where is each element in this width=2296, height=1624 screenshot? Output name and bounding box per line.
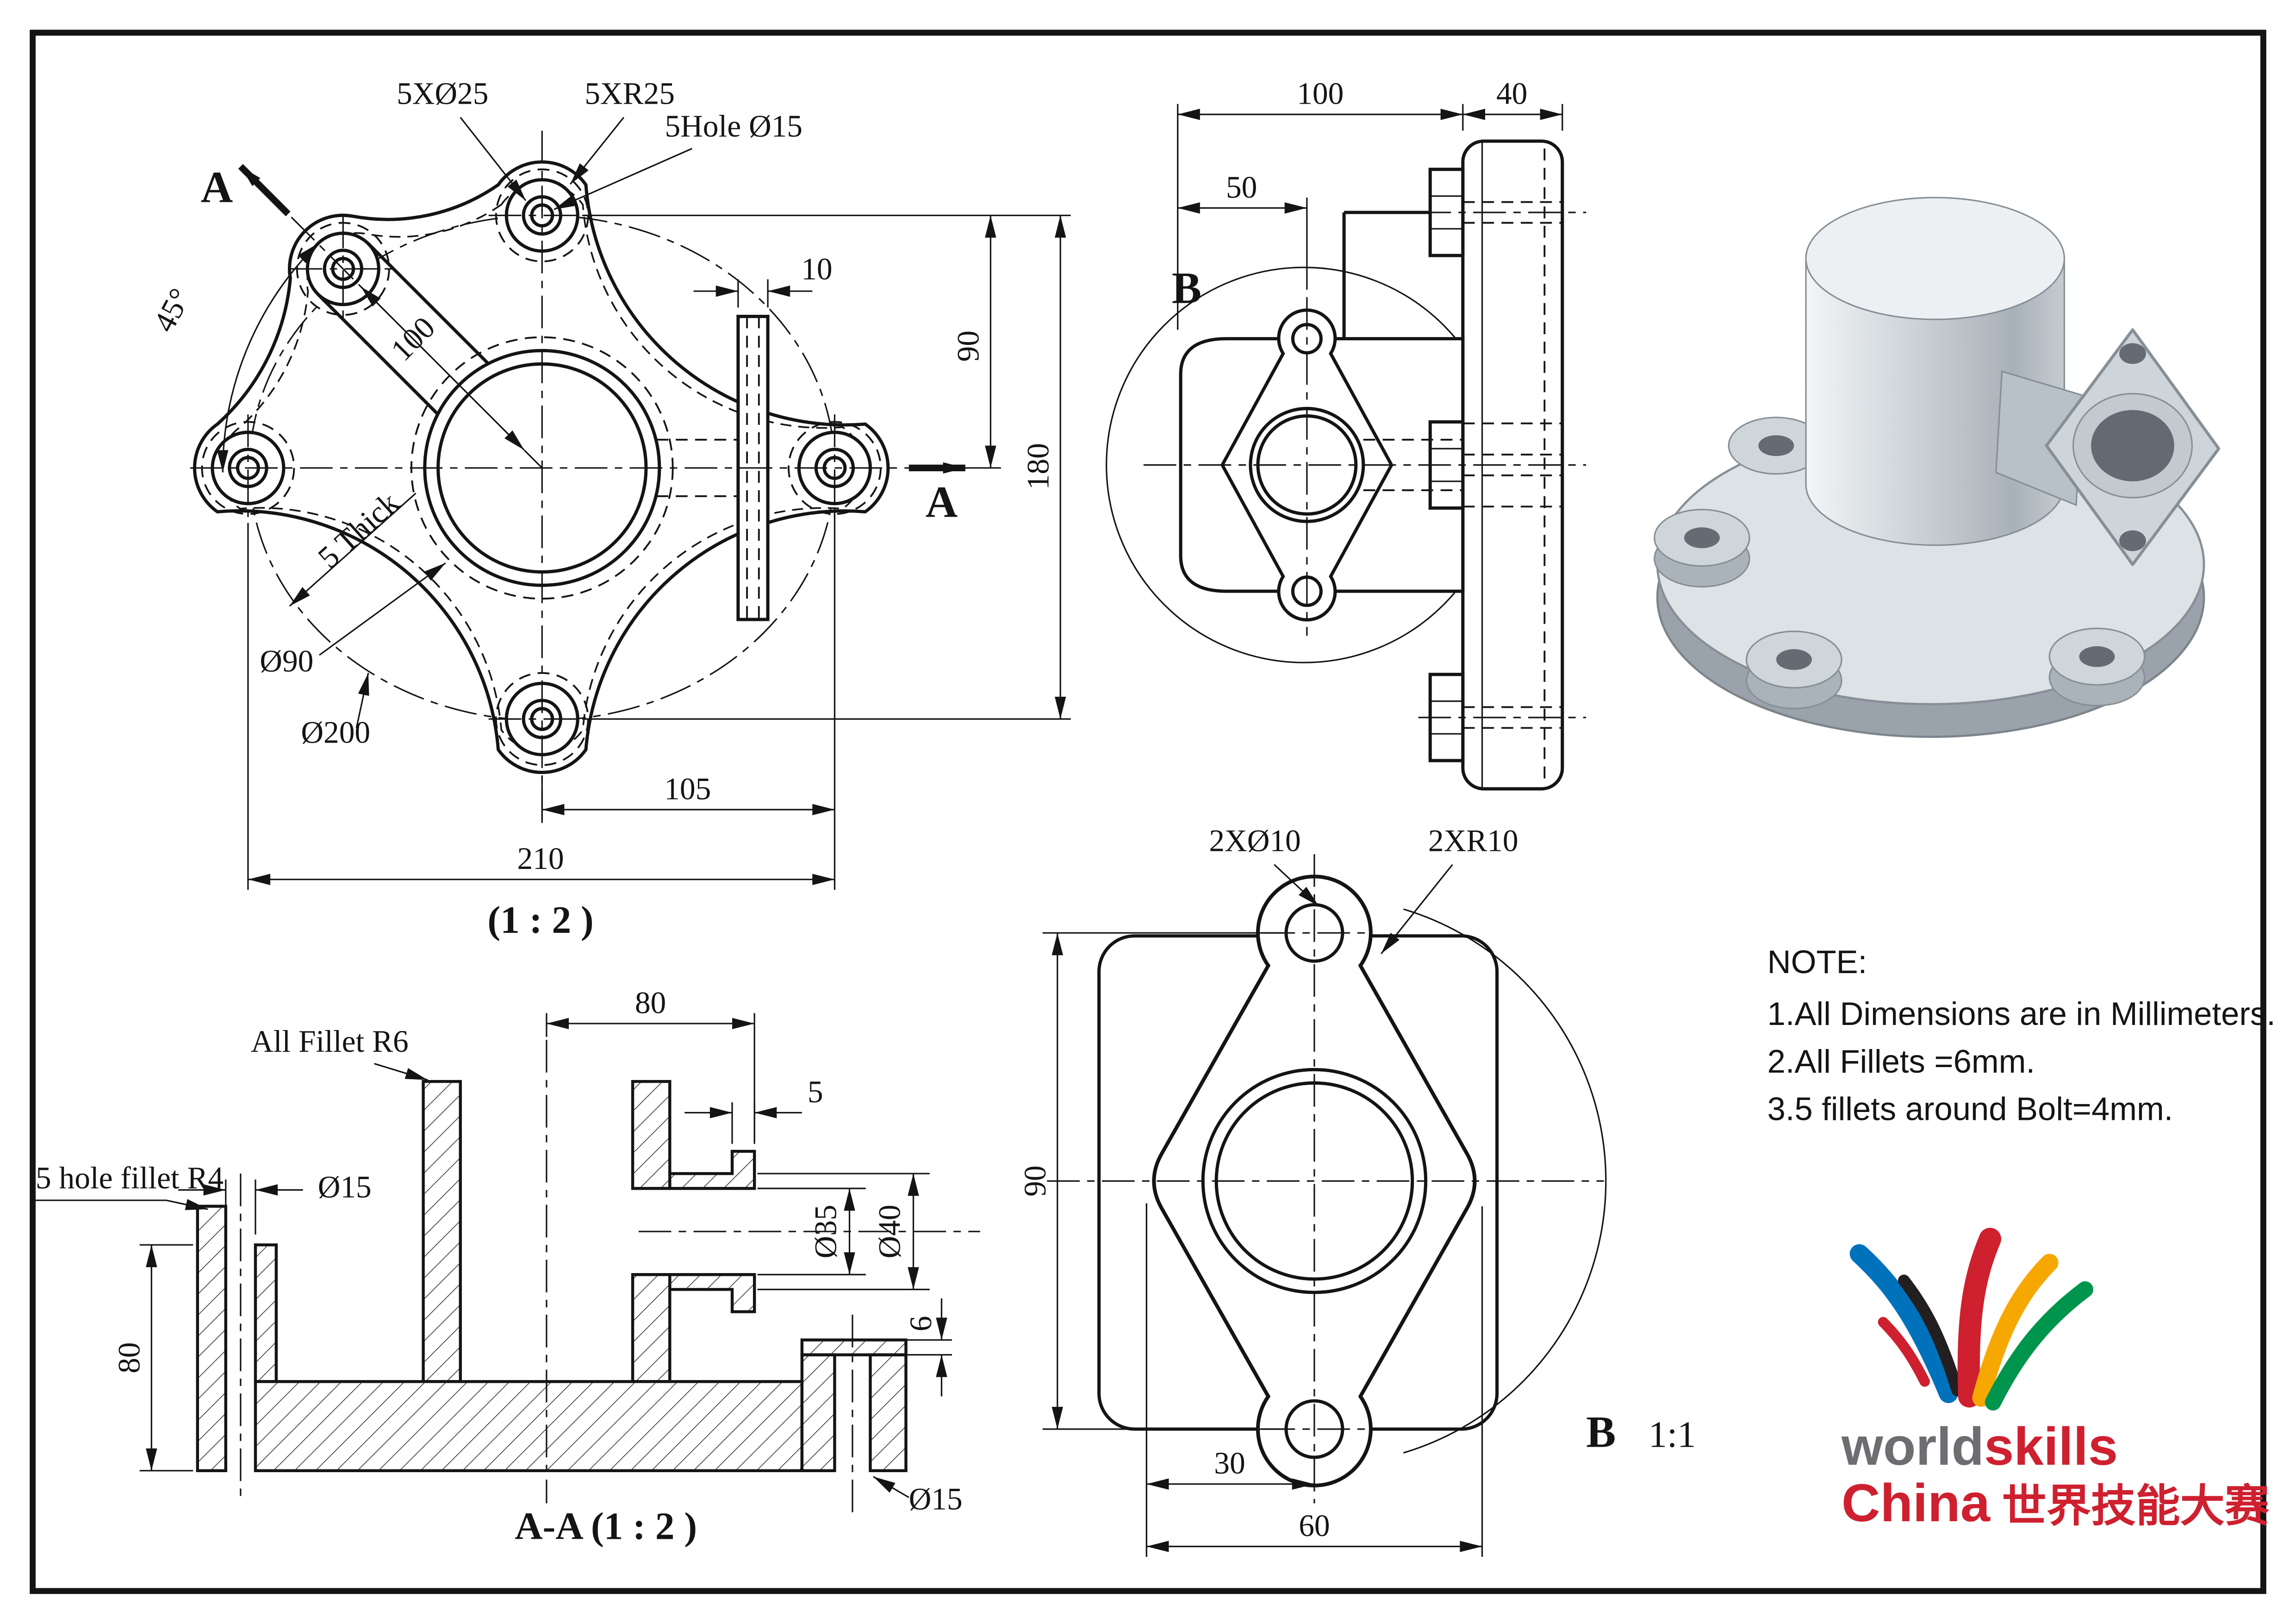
- dim-210: 210: [517, 841, 564, 876]
- section-letter-a-right: A: [926, 477, 958, 527]
- dim-d90: Ø90: [260, 643, 313, 678]
- logo-word-world: world: [1841, 1417, 1984, 1476]
- front-view: 5XØ25 5XR25 5Hole Ø15 45° 100 10 90 180 …: [146, 76, 1071, 942]
- iso-boss-back-left: [1728, 417, 1825, 475]
- sec-dim-80-left: 80: [112, 1342, 147, 1373]
- sec-note-fillet-r6: All Fillet R6: [251, 1024, 409, 1059]
- logo-word-skills: skills: [1984, 1417, 2118, 1476]
- notes-line-1: 1.All Dimensions are in Millimeters.: [1767, 995, 2276, 1032]
- iso-3d-view: [1654, 197, 2221, 738]
- detail-break-arc: [1403, 908, 1607, 1454]
- notes-block: NOTE: 1.All Dimensions are in Millimeter…: [1767, 943, 2276, 1127]
- side-view: 100 40 50 B: [1106, 76, 1587, 791]
- iso-diamond-flange: [2045, 328, 2221, 566]
- dim-d200: Ø200: [301, 715, 370, 750]
- dim-90: 90: [951, 331, 986, 362]
- svg-text:worldskills: worldskills: [1841, 1417, 2118, 1476]
- section-view: 80 5 All Fillet R6 5 hole fillet R4 Ø15 …: [36, 985, 980, 1548]
- logo-word-chinese: 世界技能大赛: [2002, 1481, 2270, 1531]
- notes-line-3: 3.5 fillets around Bolt=4mm.: [1767, 1091, 2173, 1127]
- iso-boss-front-right: [2048, 627, 2146, 706]
- dim-105: 105: [664, 771, 711, 806]
- sheet-border: [30, 30, 2266, 1594]
- detail-callout-2x-r10: 2XR10: [1428, 824, 1518, 858]
- detail-letter-b: B: [1172, 263, 1201, 313]
- detail-dimensions: 2XØ10 2XR10 90 30 60 B 1:1: [1018, 824, 1696, 1557]
- section-centerlines: [240, 1040, 980, 1518]
- sec-dim-80-top: 80: [635, 985, 666, 1020]
- detail-dim-30: 30: [1214, 1446, 1245, 1480]
- dim-45deg: 45°: [146, 282, 198, 337]
- logo-word-china: China: [1842, 1473, 1991, 1533]
- side-dim-40: 40: [1496, 76, 1527, 111]
- dim-10: 10: [801, 251, 832, 286]
- side-hidden-lines: [1363, 201, 1562, 729]
- iso-boss-front-left: [1746, 631, 1842, 710]
- section-letter-a-left: A: [201, 162, 233, 212]
- dim-180: 180: [1021, 443, 1056, 490]
- notes-line-2: 2.All Fillets =6mm.: [1767, 1043, 2035, 1080]
- notes-heading: NOTE:: [1767, 943, 1867, 980]
- sec-note-hole-fillet-r4: 5 hole fillet R4: [36, 1161, 224, 1195]
- detail-callout-2x-d10: 2XØ10: [1209, 824, 1300, 858]
- side-dimensions: 100 40 50 B: [1172, 76, 1563, 330]
- sec-dim-d40: Ø40: [872, 1205, 907, 1258]
- iso-port-neck: [1995, 370, 2083, 506]
- detail-title-scale: 1:1: [1649, 1414, 1696, 1455]
- detail-dim-90: 90: [1018, 1165, 1052, 1196]
- sec-dim-d35: Ø35: [809, 1205, 843, 1258]
- callout-5x-r25: 5XR25: [585, 76, 675, 111]
- detail-title-letter: B: [1586, 1407, 1616, 1456]
- iso-boss-left: [1654, 509, 1750, 588]
- side-dim-50: 50: [1226, 170, 1257, 205]
- sec-dim-d15-left: Ø15: [318, 1169, 372, 1204]
- section-dimensions: 80 5 All Fillet R6 5 hole fillet R4 Ø15 …: [36, 985, 963, 1548]
- section-cut-line: [238, 164, 965, 474]
- detail-dim-60: 60: [1299, 1508, 1330, 1543]
- side-dim-100: 100: [1297, 76, 1344, 111]
- sec-dim-d15-bottom: Ø15: [909, 1481, 963, 1516]
- worldskills-emblem-icon: [1849, 1228, 2093, 1411]
- section-title: A-A (1 : 2 ): [515, 1505, 697, 1548]
- side-centerlines: [1143, 212, 1587, 718]
- section-material: [196, 1080, 908, 1473]
- sec-dim-6: 6: [903, 1316, 938, 1331]
- callout-5hole-d15: 5Hole Ø15: [665, 109, 803, 144]
- front-scale-label: (1 : 2 ): [487, 899, 593, 942]
- iso-cylinder-top: [1805, 197, 2066, 320]
- sec-dim-5: 5: [808, 1074, 823, 1109]
- callout-5x-d25: 5XØ25: [397, 76, 488, 111]
- detail-b-view: 2XØ10 2XR10 90 30 60 B 1:1: [1018, 824, 1696, 1557]
